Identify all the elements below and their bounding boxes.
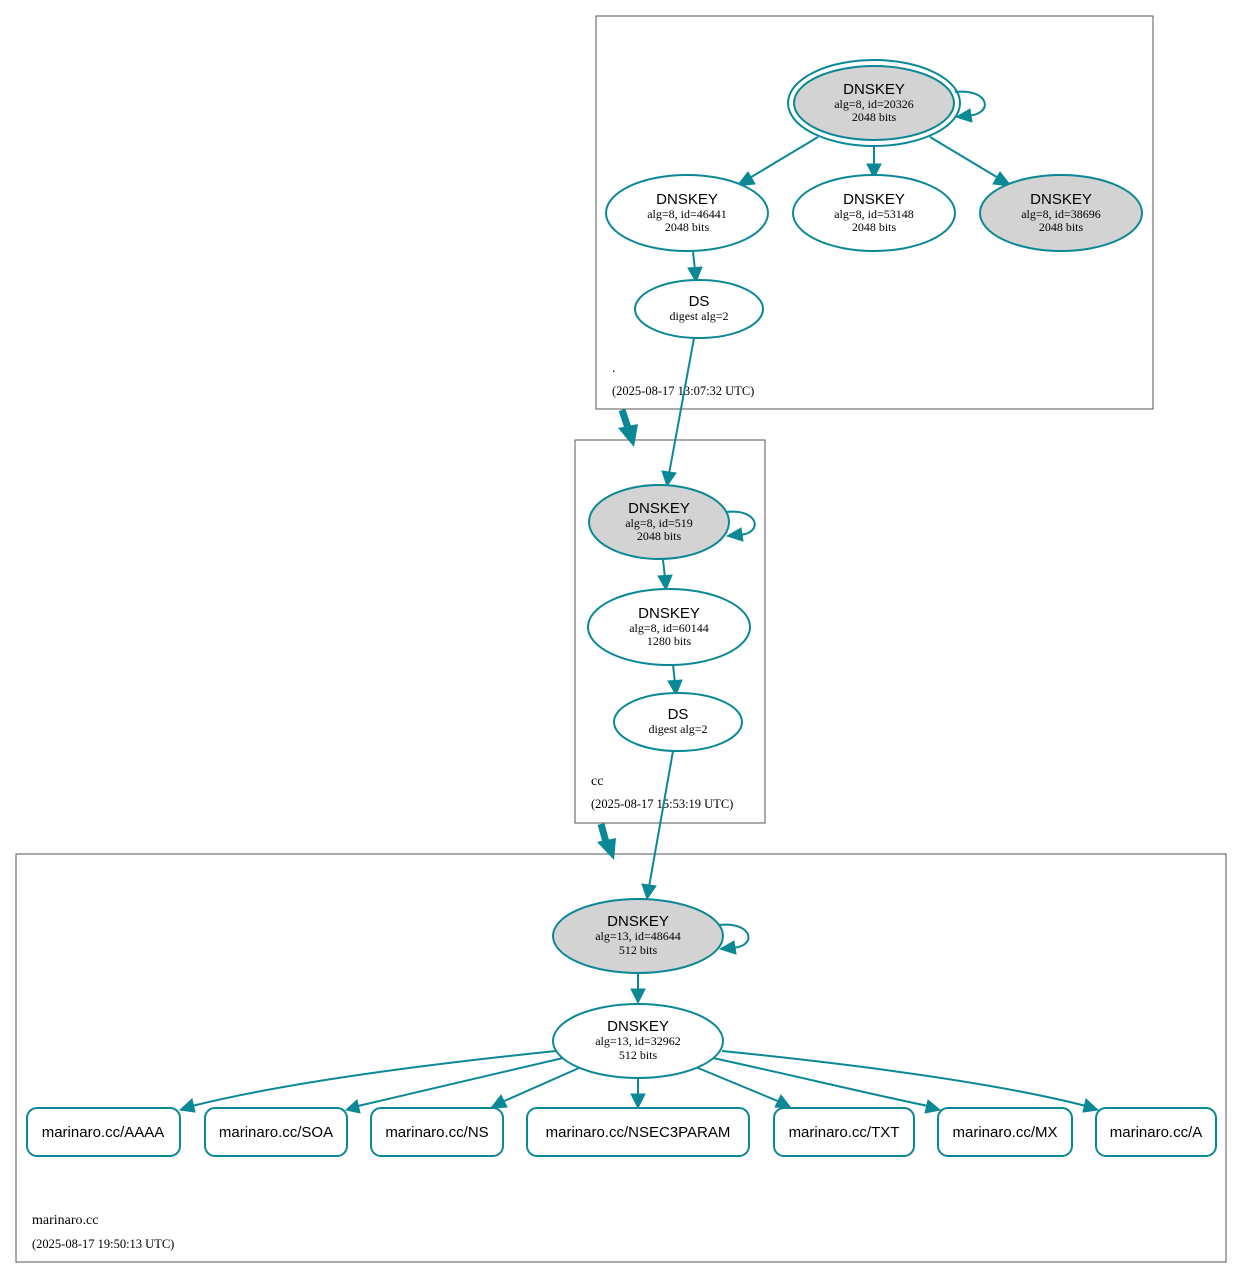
rrset-label: marinaro.cc/TXT <box>789 1124 900 1141</box>
rrset-soa[interactable]: marinaro.cc/SOA <box>204 1107 348 1157</box>
node-cc-ksk[interactable]: DNSKEY alg=8, id=519 2048 bits <box>588 484 730 560</box>
node-detail: 2048 bits <box>852 220 897 234</box>
node-root-zsk-38696[interactable]: DNSKEY alg=8, id=38696 2048 bits <box>979 174 1143 252</box>
zone-marinaro-box <box>15 853 1227 1263</box>
node-title: DNSKEY <box>638 605 700 622</box>
node-detail: 2048 bits <box>665 220 710 234</box>
node-title: DNSKEY <box>628 500 690 517</box>
node-cc-ds[interactable]: DS digest alg=2 <box>613 692 743 752</box>
node-root-ds[interactable]: DS digest alg=2 <box>634 279 764 339</box>
node-detail: alg=8, id=46441 <box>647 207 727 221</box>
zone-root-name: . <box>612 361 616 376</box>
node-title: DNSKEY <box>656 191 718 208</box>
zone-root-time: (2025-08-17 13:07:32 UTC) <box>612 384 754 398</box>
node-root-zsk-46441[interactable]: DNSKEY alg=8, id=46441 2048 bits <box>605 174 769 252</box>
zone-marinaro-name: marinaro.cc <box>32 1213 98 1228</box>
zone-marinaro-time: (2025-08-17 19:50:13 UTC) <box>32 1237 174 1251</box>
delegation-arrow-root-cc <box>618 408 638 447</box>
node-title: DS <box>668 706 689 723</box>
node-marinaro-ksk[interactable]: DNSKEY alg=13, id=48644 512 bits <box>552 898 724 974</box>
rrset-label: marinaro.cc/AAAA <box>42 1124 165 1141</box>
node-detail: alg=13, id=32962 <box>595 1034 681 1048</box>
rrset-label: marinaro.cc/MX <box>952 1124 1057 1141</box>
zone-root-box <box>595 15 1154 410</box>
node-detail: 2048 bits <box>1039 220 1084 234</box>
zone-cc-time: (2025-08-17 15:53:19 UTC) <box>591 797 733 811</box>
node-detail: alg=8, id=20326 <box>834 97 914 111</box>
node-title: DNSKEY <box>607 913 669 930</box>
rrset-txt[interactable]: marinaro.cc/TXT <box>773 1107 915 1157</box>
node-cc-zsk[interactable]: DNSKEY alg=8, id=60144 1280 bits <box>587 588 751 666</box>
node-detail: alg=8, id=60144 <box>629 621 709 635</box>
zone-cc-box <box>574 439 766 824</box>
edges <box>178 90 1100 1114</box>
rrset-aaaa[interactable]: marinaro.cc/AAAA <box>26 1107 181 1157</box>
node-title: DNSKEY <box>607 1018 669 1035</box>
node-title: DNSKEY <box>843 191 905 208</box>
node-title: DS <box>689 293 710 310</box>
node-root-ksk[interactable]: DNSKEY alg=8, id=20326 2048 bits <box>787 59 961 147</box>
rrset-a[interactable]: marinaro.cc/A <box>1095 1107 1217 1157</box>
node-root-zsk-53148[interactable]: DNSKEY alg=8, id=53148 2048 bits <box>792 174 956 252</box>
node-detail: 2048 bits <box>637 529 682 543</box>
zone-cc-name: cc <box>591 774 603 789</box>
node-detail: 512 bits <box>619 943 658 957</box>
rrset-label: marinaro.cc/SOA <box>219 1124 333 1141</box>
node-detail: alg=8, id=38696 <box>1021 207 1101 221</box>
node-title: DNSKEY <box>843 81 905 98</box>
node-detail: digest alg=2 <box>648 722 707 736</box>
rrset-mx[interactable]: marinaro.cc/MX <box>937 1107 1073 1157</box>
rrset-label: marinaro.cc/NSEC3PARAM <box>546 1124 731 1141</box>
node-detail: alg=13, id=48644 <box>595 929 681 943</box>
node-title: DNSKEY <box>1030 191 1092 208</box>
node-marinaro-zsk[interactable]: DNSKEY alg=13, id=32962 512 bits <box>552 1003 724 1079</box>
rrset-label: marinaro.cc/NS <box>385 1124 488 1141</box>
delegation-arrow-cc-marinaro <box>597 823 616 860</box>
node-detail: alg=8, id=519 <box>625 516 693 530</box>
node-detail: 512 bits <box>619 1048 658 1062</box>
node-detail: alg=8, id=53148 <box>834 207 914 221</box>
node-detail: digest alg=2 <box>669 309 728 323</box>
rrset-label: marinaro.cc/A <box>1110 1124 1203 1141</box>
node-detail: 1280 bits <box>647 634 692 648</box>
node-detail: 2048 bits <box>852 110 897 124</box>
rrset-ns[interactable]: marinaro.cc/NS <box>370 1107 504 1157</box>
rrset-nsec3param[interactable]: marinaro.cc/NSEC3PARAM <box>526 1107 750 1157</box>
